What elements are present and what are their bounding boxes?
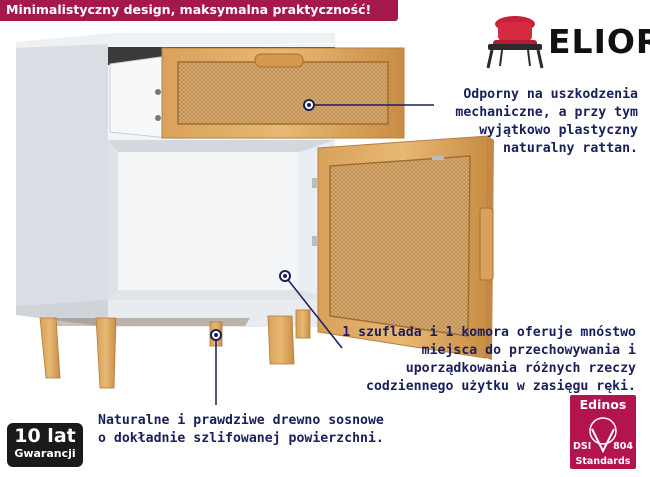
warranty-badge: 10 lat Gwarancji <box>7 423 83 467</box>
door-panel <box>312 135 494 360</box>
callout-storage: 1 szuflada i 1 komora oferuje mnóstwo mi… <box>332 324 636 396</box>
header-bar: Minimalistyczny design, maksymalna prakt… <box>0 0 398 21</box>
callout-line: mechaniczne, a przy tym <box>455 105 638 120</box>
callout-legs: Naturalne i prawdziwe drewno sosnowe o d… <box>98 412 398 448</box>
callout-line: Naturalne i prawdziwe drewno sosnowe <box>98 413 384 428</box>
tagline: Minimalistyczny design, maksymalna prakt… <box>6 2 372 17</box>
callout-line: miejsca do przechowywania i <box>421 343 636 358</box>
callout-line: Odporny na uszkodzenia <box>463 87 638 102</box>
callout-line: uporządkowania różnych rzeczy <box>405 361 636 376</box>
certificate-right-code: 804 <box>613 441 633 452</box>
warranty-title: 10 lat <box>14 425 76 447</box>
callout-line: wyjątkowo plastyczny <box>479 123 638 138</box>
certificate-badge: Edinos DSI 804 Standards <box>570 395 636 469</box>
callout-line: 1 szuflada i 1 komora oferuje mnóstwo <box>342 325 636 340</box>
callout-line: codziennego użytku w zasięgu ręki. <box>366 379 636 394</box>
certificate-brand: Edinos <box>579 397 627 412</box>
callout-line: naturalny rattan. <box>503 141 638 156</box>
callout-line: o dokładnie szlifowanej powierzchni. <box>98 431 384 446</box>
callout-drawer-rattan: Odporny na uszkodzenia mechaniczne, a pr… <box>438 86 638 158</box>
brand-name: ELIOR <box>548 22 650 61</box>
drawer-front <box>161 47 405 139</box>
chair-icon <box>486 16 544 69</box>
certificate-caption: Standards <box>575 456 631 467</box>
warranty-subtitle: Gwarancji <box>14 447 76 460</box>
cabinet-body <box>16 33 335 327</box>
callout-pointers <box>210 99 434 405</box>
certificate-left-code: DSI <box>573 441 592 452</box>
certificate-emblem-icon <box>589 417 617 454</box>
